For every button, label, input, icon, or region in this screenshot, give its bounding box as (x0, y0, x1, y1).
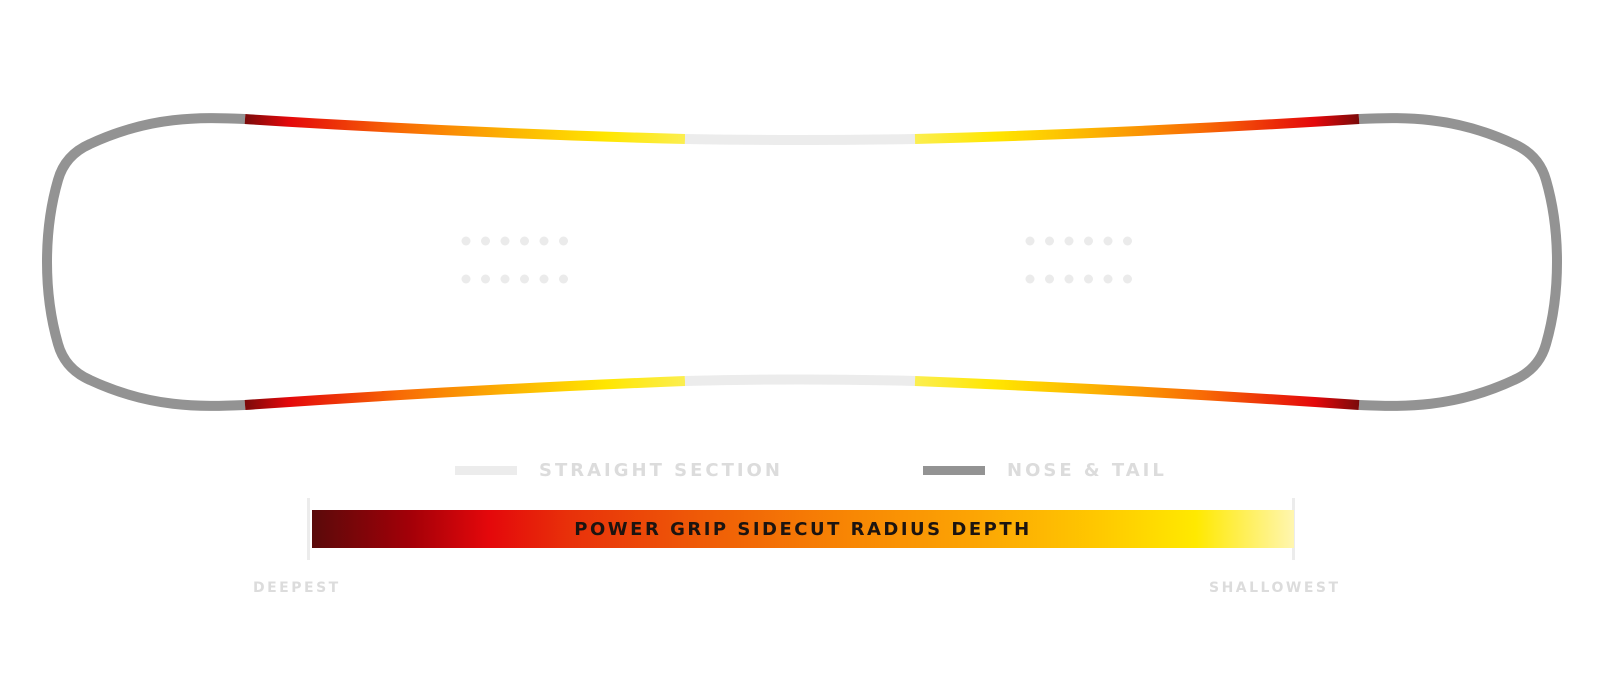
insert-hole (559, 274, 568, 284)
insert-hole (500, 236, 510, 246)
nose-outline-segment (42, 113, 246, 411)
insert-hole (1025, 236, 1035, 246)
legend-straight-section: STRAIGHT SECTION (455, 459, 783, 481)
insert-hole (520, 236, 529, 246)
scale-tick-left (307, 498, 310, 560)
bottom-sidecut-right (914, 376, 1360, 410)
insert-hole (1084, 274, 1093, 284)
insert-hole (1103, 236, 1113, 246)
straight-section-label: STRAIGHT SECTION (539, 459, 783, 481)
insert-hole (500, 274, 510, 284)
insert-hole (1064, 236, 1074, 246)
scale-label-shallowest: SHALLOWEST (1209, 580, 1341, 596)
insert-hole (1025, 274, 1035, 284)
tail-outline-segment (1358, 113, 1562, 411)
nose-tail-label: NOSE & TAIL (1007, 459, 1167, 481)
insert-hole (1123, 274, 1132, 284)
insert-hole (1103, 274, 1113, 284)
scale-label-deepest: DEEPEST (253, 580, 341, 596)
insert-hole (539, 236, 549, 246)
gradient-bar-title: POWER GRIP SIDECUT RADIUS DEPTH (574, 518, 1032, 540)
bottom-straight-section (684, 374, 916, 386)
insert-hole (1045, 236, 1054, 246)
binding-inserts (461, 236, 1132, 284)
insert-hole (481, 274, 490, 284)
top-sidecut-right (914, 114, 1360, 144)
bottom-sidecut-left (244, 376, 686, 410)
insert-hole (1084, 236, 1093, 246)
top-sidecut-left (244, 114, 686, 144)
insert-hole (481, 236, 490, 246)
insert-hole (1064, 274, 1074, 284)
insert-hole (539, 274, 549, 284)
insert-hole (1045, 274, 1054, 284)
legend-nose-tail: NOSE & TAIL (923, 459, 1167, 481)
insert-hole (520, 274, 529, 284)
insert-hole (461, 274, 471, 284)
insert-hole (559, 236, 568, 246)
insert-hole (1123, 236, 1132, 246)
top-straight-section (684, 134, 916, 145)
straight-section-swatch (455, 465, 517, 475)
insert-hole (461, 236, 471, 246)
nose-tail-swatch (923, 465, 985, 475)
sidecut-depth-gradient-bar: POWER GRIP SIDECUT RADIUS DEPTH (312, 510, 1294, 548)
